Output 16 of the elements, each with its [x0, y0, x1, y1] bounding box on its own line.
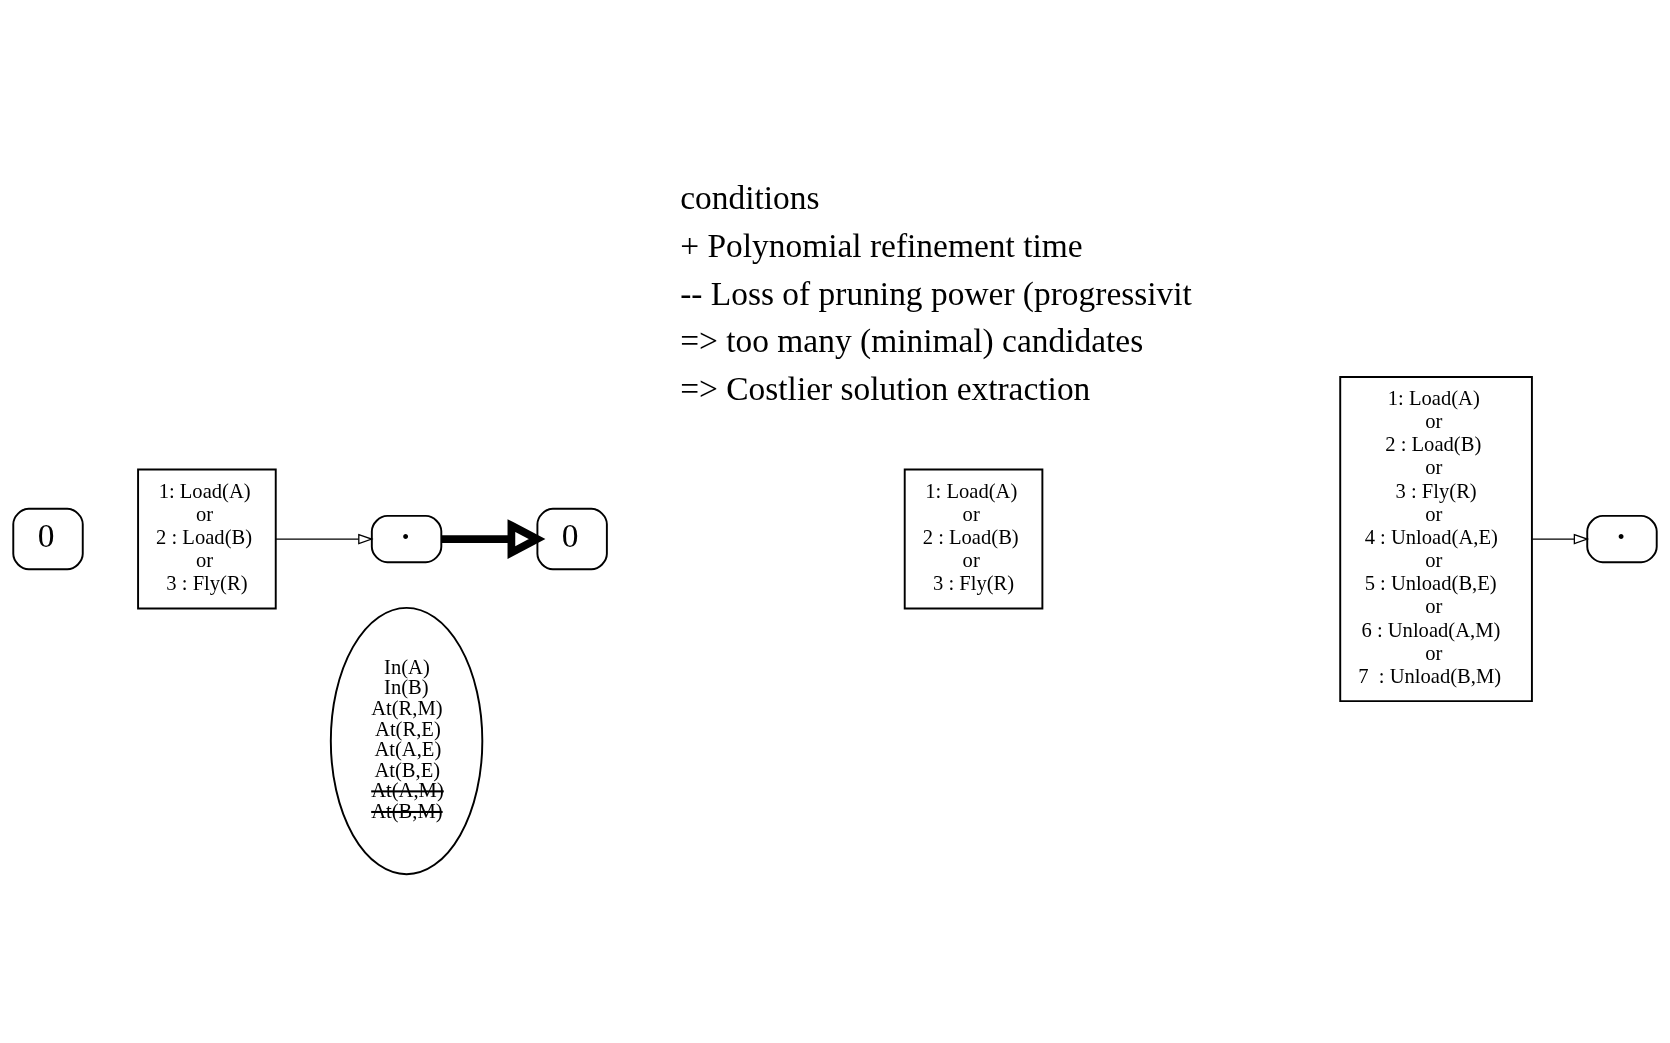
node-box: 0: [536, 507, 608, 571]
node-box: 1: Load(A) or 2 : Load(B) or 3 : Fly(R) or 4 : Unload(A,E) or 5 : Unload(B,E) or 6 : Unload(A,M) or 7 : Unload(B,M): [1339, 375, 1533, 703]
label: -- Loss of pruning power (progressivit: [680, 274, 1192, 312]
node-box: •: [1586, 514, 1658, 564]
label: => too many (minimal) candidates: [680, 322, 1144, 360]
arrow: [441, 519, 546, 559]
arrow: [1531, 533, 1590, 545]
arrow: [275, 533, 374, 545]
node-box: 0: [12, 507, 84, 571]
label: conditions: [680, 179, 820, 217]
node-box: 1: Load(A) or 2 : Load(B) or 3 : Fly(R): [137, 468, 277, 610]
node-box: •: [370, 514, 443, 564]
node-box: 1: Load(A) or 2 : Load(B) or 3 : Fly(R): [903, 468, 1044, 610]
label: + Polynomial refinement time: [680, 227, 1083, 265]
label: => Costlier solution extraction: [680, 369, 1091, 407]
node-ellipse: In(A) In(B) At(R,M) At(R,E) At(A,E) At(B,E) At(A,M) At(B,M): [329, 606, 484, 876]
